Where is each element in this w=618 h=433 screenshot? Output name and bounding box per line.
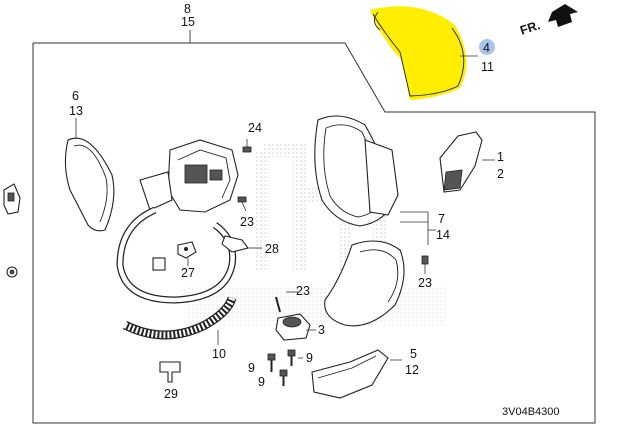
mirror-glass-part-6[interactable] (64, 137, 115, 232)
callout-8: 8 (184, 2, 191, 16)
callout-9-a: 9 (248, 361, 255, 375)
callout-2: 2 (497, 167, 504, 181)
connector-part-28[interactable] (221, 235, 262, 253)
clip-left (3, 183, 21, 215)
assembly-outline (32, 42, 596, 424)
screw-part-23-a[interactable] (237, 196, 247, 212)
screw-part-9-group[interactable] (267, 349, 303, 386)
wire-harness[interactable] (116, 206, 237, 304)
mirror-actuator[interactable] (139, 139, 239, 213)
callout-12: 12 (405, 363, 419, 377)
callout-23-b: 23 (296, 284, 310, 298)
screw-part-23-b[interactable] (275, 291, 298, 313)
screw-part-24[interactable] (242, 139, 252, 153)
callout-fr: FR. (518, 18, 541, 38)
clip-part-27[interactable] (177, 241, 197, 259)
callout-1: 1 (497, 150, 504, 164)
screw-part-23-c[interactable] (421, 255, 429, 274)
callout-23-c: 23 (418, 276, 432, 290)
callout-11: 11 (481, 60, 494, 74)
callout-10: 10 (212, 347, 226, 361)
diagram-code: 3V04B4300 (502, 406, 560, 418)
front-direction-arrow (548, 4, 578, 27)
callout-24: 24 (248, 121, 262, 135)
turn-signal-part-1[interactable] (439, 131, 483, 193)
callout-6: 6 (72, 89, 79, 103)
callout-9-c: 9 (258, 375, 265, 389)
callout-5: 5 (410, 347, 417, 361)
callout-27: 27 (181, 266, 195, 280)
callout-7: 7 (438, 212, 445, 226)
lower-cover[interactable] (324, 240, 405, 327)
mirror-cover-part-4[interactable] (370, 6, 467, 100)
callout-14: 14 (436, 228, 450, 242)
mirror-housing-part-7[interactable] (314, 115, 399, 227)
highlight-marker (479, 39, 495, 55)
clip-part-29[interactable] (159, 361, 181, 383)
callout-15: 15 (181, 15, 195, 29)
callout-29: 29 (164, 387, 178, 401)
callout-23-a: 23 (240, 215, 254, 229)
callout-9-b: 9 (306, 351, 313, 365)
motor-part-3[interactable] (275, 313, 316, 341)
callout-28: 28 (265, 242, 279, 256)
skull-cap-part-5[interactable] (311, 349, 389, 399)
callout-4: 4 (483, 41, 490, 55)
callout-3: 3 (318, 323, 325, 337)
callout-13: 13 (69, 104, 83, 118)
corrugated-tube-part-10[interactable] (122, 296, 237, 340)
